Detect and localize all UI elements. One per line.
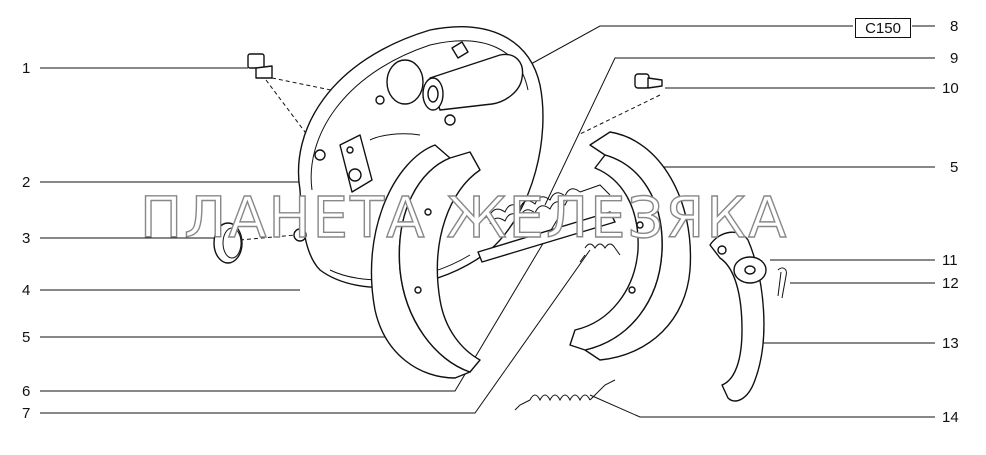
lower-spring-part-14 [514,379,616,411]
bolt-part-1 [247,53,273,79]
watermark: ПЛАНЕТА ЖЕЛЕЗЯКА [139,185,789,251]
small-spring-part-7 [579,243,621,263]
callout-11: 11 [942,252,958,269]
callout-5-right: 5 [950,159,959,176]
plug-part-3 [213,222,243,264]
callout-4: 4 [22,282,31,299]
brake-shoe-left [370,144,481,379]
callout-13: 13 [942,335,959,352]
upper-spring-part-9 [477,184,611,225]
callout-3: 3 [22,230,31,247]
pin-part-10 [634,73,663,89]
washer-part-11 [733,256,767,284]
callout-2: 2 [22,174,31,191]
code-box: C150 [855,18,911,38]
callout-1: 1 [22,60,31,77]
adjuster-bracket-part-2 [339,134,373,193]
callout-5-left: 5 [22,329,31,346]
callout-6: 6 [22,383,31,400]
clip-part-12 [777,267,787,299]
callout-7: 7 [22,405,31,422]
brake-shoe-right [569,131,692,361]
callout-12: 12 [942,275,959,292]
callout-9: 9 [950,50,959,67]
adjuster-strut [477,211,616,263]
leader-lines-left [40,67,591,414]
callout-14: 14 [942,409,959,426]
callout-10: 10 [942,80,959,97]
callout-8: 8 [950,18,959,35]
wheel-cylinder [422,41,524,111]
leader-lines-right [519,25,935,418]
